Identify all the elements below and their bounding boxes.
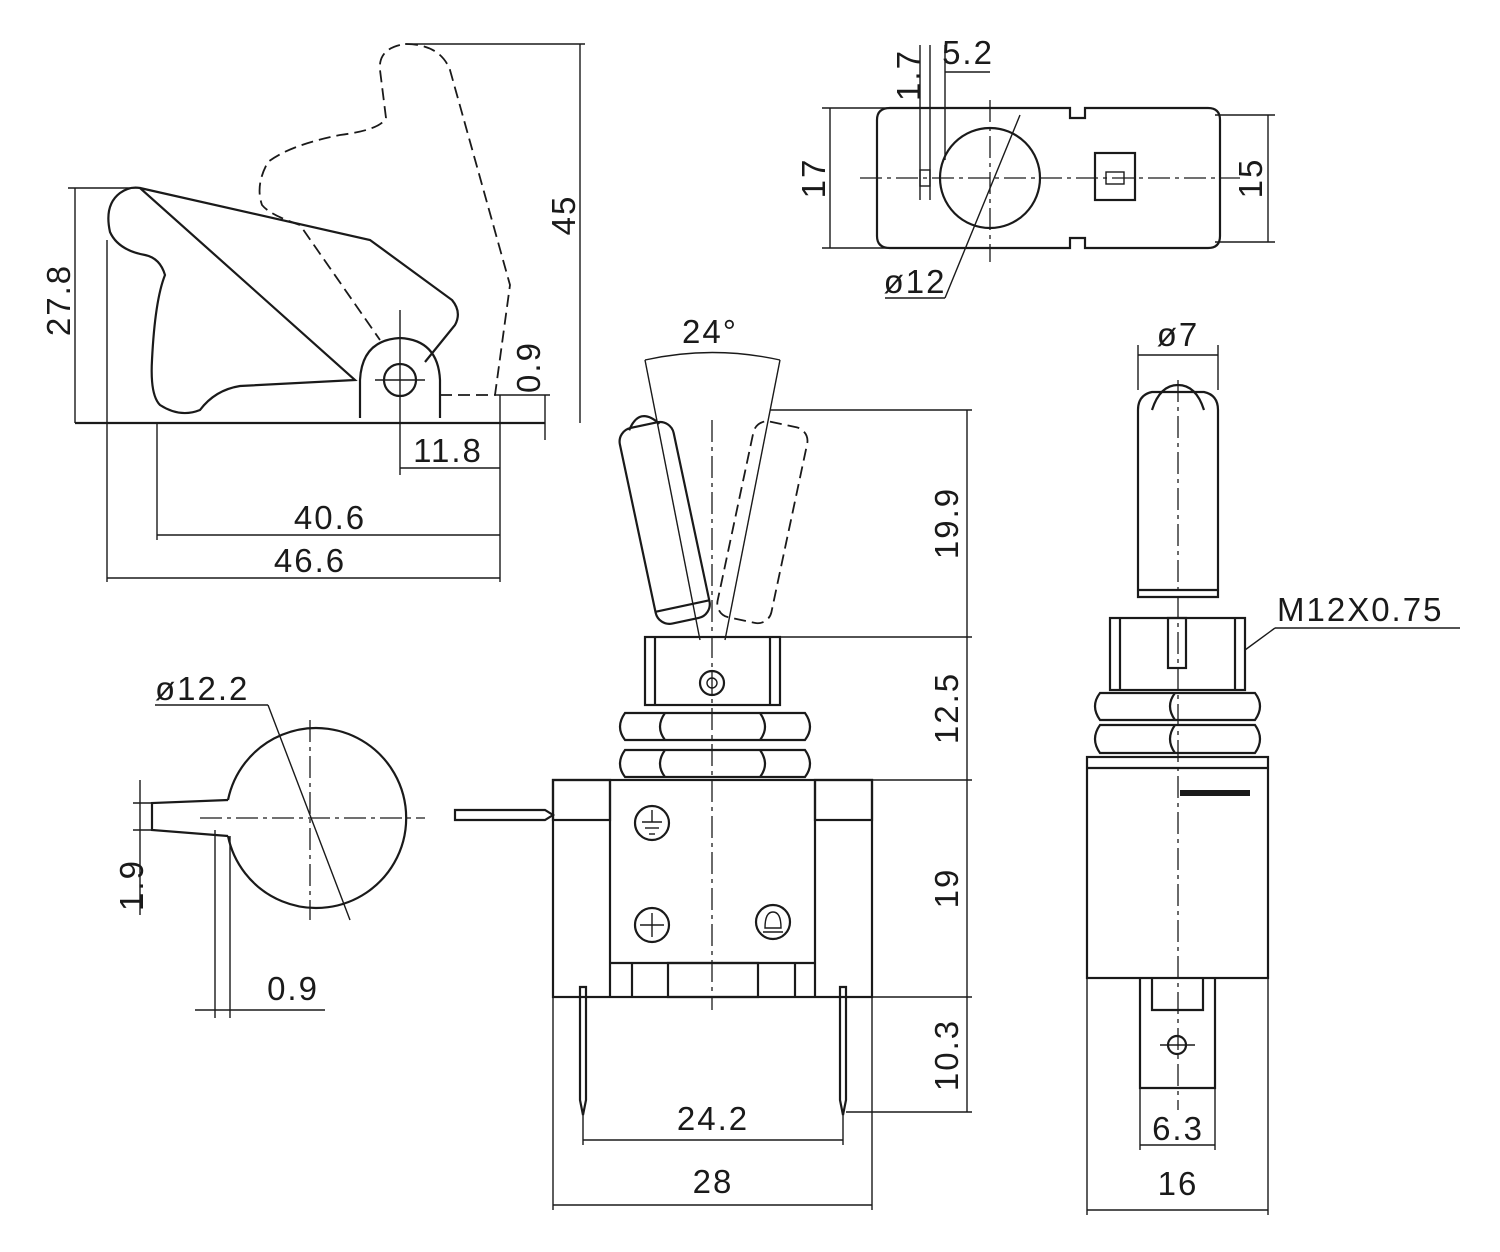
dim-outer-width: 17 (795, 158, 832, 199)
lever-on (618, 415, 711, 625)
dim-terminal-width: 6.3 (1152, 1110, 1204, 1147)
side-view: ø7 M12X0.75 6.3 16 (1085, 316, 1460, 1215)
dim-body-width: 28 (693, 1163, 734, 1200)
top-view: 1.7 5.2 17 15 ø12 (795, 34, 1275, 300)
dim-cover-closed-height: 27.8 (40, 264, 77, 336)
dim-body-depth: 16 (1158, 1165, 1199, 1202)
dim-key-width: 1.9 (113, 859, 150, 911)
dim-lever-height: 19.9 (928, 487, 965, 559)
dim-cover-total-length: 46.6 (274, 542, 346, 579)
dim-hole-diameter: ø12 (884, 263, 947, 300)
front-view: 24° (453, 313, 972, 1210)
dim-pivot-offset: 11.8 (413, 432, 483, 469)
dim-lever-angle: 24° (682, 313, 738, 350)
dim-pin-spacing: 24.2 (677, 1100, 749, 1137)
safety-cover-closed (107, 186, 459, 415)
cover-side-view: 27.8 45 0.9 11.8 40.6 46.6 (40, 43, 585, 582)
dim-pin-length: 10.3 (928, 1019, 965, 1091)
dim-cover-gap: 0.9 (510, 341, 547, 393)
lamp-icon (754, 903, 792, 941)
dim-lever-diameter: ø7 (1157, 316, 1200, 353)
dim-bushing-height: 12.5 (928, 672, 965, 744)
dim-mount-diameter: ø12.2 (155, 670, 249, 707)
dim-cover-base-length: 40.6 (294, 499, 366, 536)
dim-key-offset: 1.7 (890, 49, 927, 101)
mounting-hole-view: ø12.2 1.9 0.9 (113, 670, 425, 1018)
dim-slot-width: 5.2 (942, 34, 994, 71)
dim-thread-spec: M12X0.75 (1277, 591, 1443, 628)
lever-off (716, 420, 809, 625)
dim-body-height: 19 (928, 868, 965, 909)
dim-key-depth: 0.9 (267, 970, 319, 1007)
dim-inner-width: 15 (1232, 158, 1269, 199)
ground-symbol-icon (633, 804, 671, 842)
safety-cover-open (258, 43, 511, 396)
power-plus-icon (633, 906, 671, 944)
dim-cover-open-height: 45 (545, 195, 582, 236)
